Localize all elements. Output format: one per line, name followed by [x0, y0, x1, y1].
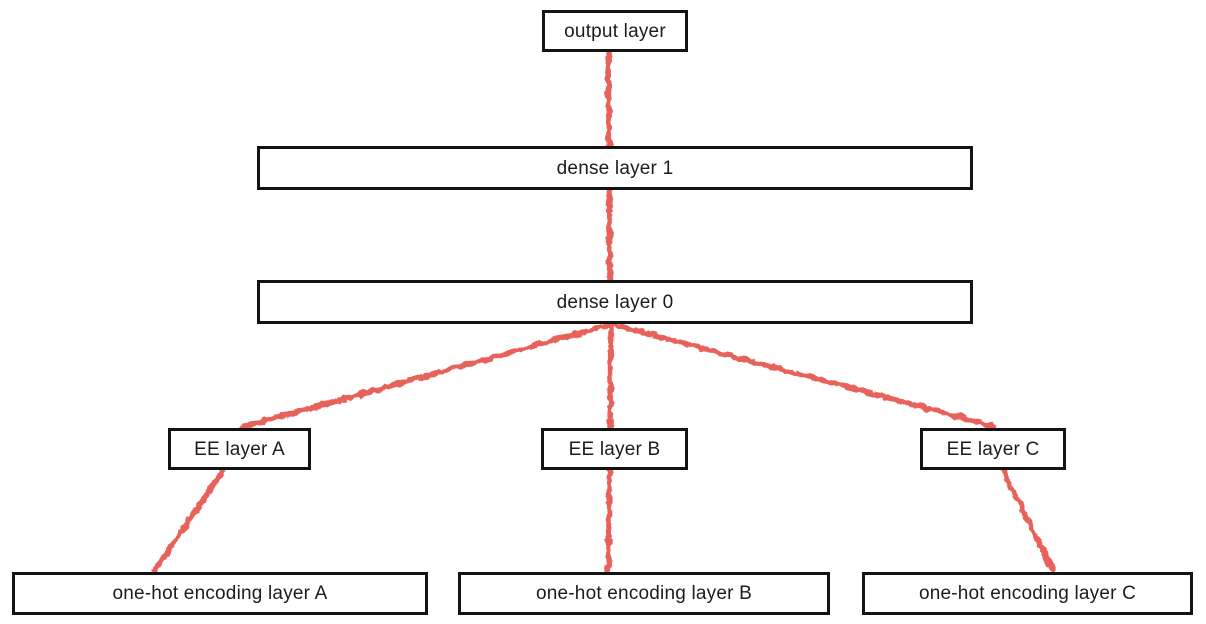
node-label-ee-layer-b: EE layer B: [568, 438, 661, 460]
edge-ee-layer-c-to-one-hot-encoding-layer-c: [1000, 468, 1056, 573]
diagram-node-ee-layer-c: EE layer C: [920, 428, 1066, 470]
node-label-one-hot-encoding-layer-a: one-hot encoding layer A: [112, 583, 328, 604]
diagram-node-dense-layer-1: dense layer 1: [257, 146, 973, 190]
node-label-dense-layer-1: dense layer 1: [556, 157, 674, 179]
diagram-node-ee-layer-b: EE layer B: [541, 428, 688, 470]
edge-dense-layer-0-to-ee-layer-a: [240, 321, 615, 430]
node-label-one-hot-encoding-layer-b: one-hot encoding layer B: [535, 583, 753, 604]
diagram-node-one-hot-encoding-layer-c: one-hot encoding layer C: [862, 572, 1193, 615]
edge-ee-layer-b-to-one-hot-encoding-layer-b: [605, 467, 613, 574]
edges-group: [152, 49, 1056, 574]
node-label-ee-layer-a: EE layer A: [194, 438, 285, 460]
node-label-ee-layer-c: EE layer C: [946, 438, 1040, 460]
diagram-node-dense-layer-0: dense layer 0: [257, 280, 973, 324]
node-label-dense-layer-0: dense layer 0: [556, 291, 674, 313]
node-label-one-hot-encoding-layer-c: one-hot encoding layer C: [918, 583, 1137, 604]
edge-output-layer-to-dense-layer-1: [605, 49, 612, 149]
edge-dense-layer-0-to-ee-layer-b: [607, 321, 614, 430]
edge-dense-layer-1-to-dense-layer-0: [606, 187, 613, 283]
diagram-node-ee-layer-a: EE layer A: [168, 428, 311, 470]
node-label-output-layer: output layer: [564, 20, 666, 42]
diagram-node-one-hot-encoding-layer-a: one-hot encoding layer A: [12, 572, 428, 615]
diagram-node-one-hot-encoding-layer-b: one-hot encoding layer B: [458, 572, 830, 615]
diagram-node-output-layer: output layer: [542, 10, 688, 52]
edge-dense-layer-0-to-ee-layer-c: [609, 321, 996, 429]
edge-ee-layer-a-to-one-hot-encoding-layer-a: [152, 468, 226, 573]
